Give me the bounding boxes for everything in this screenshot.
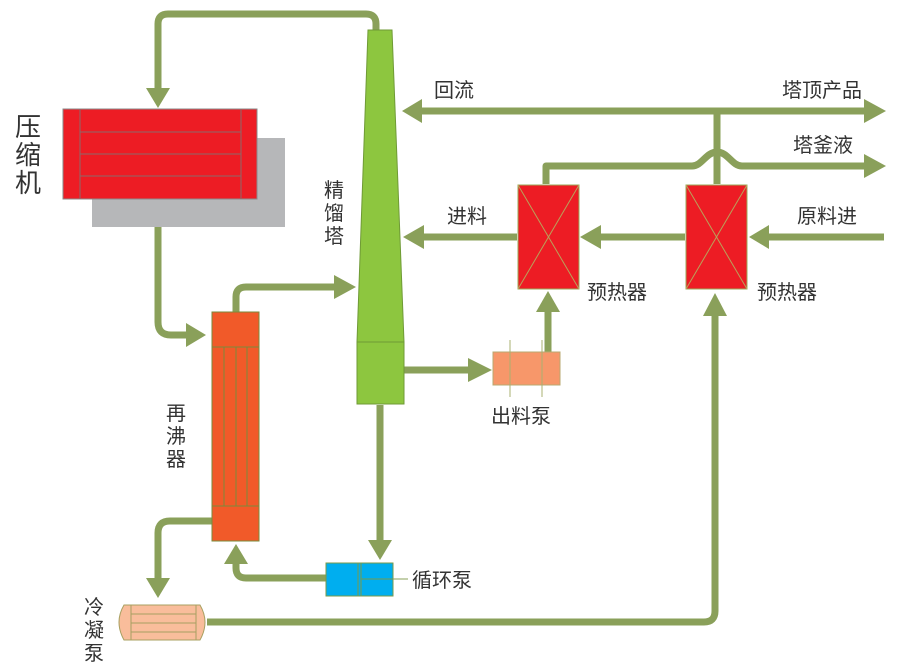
svg-text:压缩机: 压缩机 <box>15 113 41 199</box>
arrow-top-product-out <box>864 99 886 123</box>
circulation-pump[interactable] <box>325 562 408 597</box>
arrow-into-reboiler <box>186 323 206 347</box>
preheater-1-label: 预热器 <box>587 280 647 304</box>
preheater-1[interactable] <box>517 184 580 290</box>
arrow-into-preheater-2 <box>703 293 727 316</box>
label-char: 馏 <box>324 201 344 225</box>
arrow-into-circulation-pump <box>368 540 392 560</box>
reboiler[interactable] <box>211 311 260 542</box>
svg-text:冷凝泵: 冷凝泵 <box>84 595 104 665</box>
column-label: 精馏塔 <box>324 178 344 248</box>
column-body-lower <box>356 341 405 405</box>
reflux-label: 回流 <box>434 78 474 102</box>
circulation-pump-label: 循环泵 <box>412 568 472 592</box>
label-char: 凝 <box>84 618 104 642</box>
label-char: 机 <box>15 169 41 199</box>
arrow-raw-feed-into-preheater-2 <box>749 225 769 249</box>
arrow-into-preheater-1 <box>536 291 560 312</box>
label-char: 压 <box>15 113 41 143</box>
pipe-reboiler-to-condenser <box>154 517 212 580</box>
pipe-compressor-to-reboiler <box>154 198 190 339</box>
top-product-label: 塔顶产品 <box>782 78 862 102</box>
label-char: 塔 <box>324 224 344 248</box>
feed-label: 进料 <box>447 204 487 228</box>
bottoms-label: 塔釜液 <box>793 133 853 157</box>
label-char: 冷 <box>84 595 104 619</box>
arrow-into-column-vapor <box>334 275 356 299</box>
compressor[interactable] <box>62 108 285 227</box>
arrow-into-discharge-pump <box>468 358 492 382</box>
raw-feed-label: 原料进 <box>797 204 857 228</box>
reboiler-label: 再沸器 <box>166 401 186 471</box>
label-char: 泵 <box>84 641 104 665</box>
distillation-column[interactable] <box>356 29 405 405</box>
arrow-into-reboiler-bottom <box>224 544 248 564</box>
preheater-2[interactable] <box>685 184 748 290</box>
condensate-pump-label: 冷凝泵 <box>84 595 104 665</box>
pipe-bottoms-out <box>542 148 868 184</box>
arrow-into-compressor <box>146 88 170 108</box>
arrow-bottoms-out <box>864 154 886 178</box>
svg-text:精馏塔: 精馏塔 <box>324 178 344 248</box>
pipe-condenser-to-preheater-2 <box>207 314 719 626</box>
pipe-reboiler-to-column <box>232 283 338 312</box>
label-char: 再 <box>166 401 186 425</box>
label-char: 器 <box>166 447 186 471</box>
discharge-pump-label: 出料泵 <box>491 404 551 428</box>
label-char: 沸 <box>166 424 186 448</box>
svg-text:再沸器: 再沸器 <box>166 401 186 471</box>
preheater-2-label: 预热器 <box>757 280 817 304</box>
arrow-into-preheater-1-side <box>580 225 601 249</box>
discharge-pump[interactable] <box>492 340 561 397</box>
arrow-reflux-into-column <box>402 99 422 123</box>
pipe-column-to-compressor <box>154 10 380 90</box>
pipe-circulation-pump-to-reboiler <box>232 560 326 582</box>
compressor-label: 压缩机 <box>15 113 41 199</box>
arrow-feed-into-column <box>403 225 424 249</box>
label-char: 精 <box>324 178 344 202</box>
label-char: 缩 <box>15 141 41 171</box>
condensate-pump[interactable] <box>118 604 206 641</box>
arrow-into-condenser <box>146 578 170 598</box>
column-body-upper <box>356 29 405 343</box>
